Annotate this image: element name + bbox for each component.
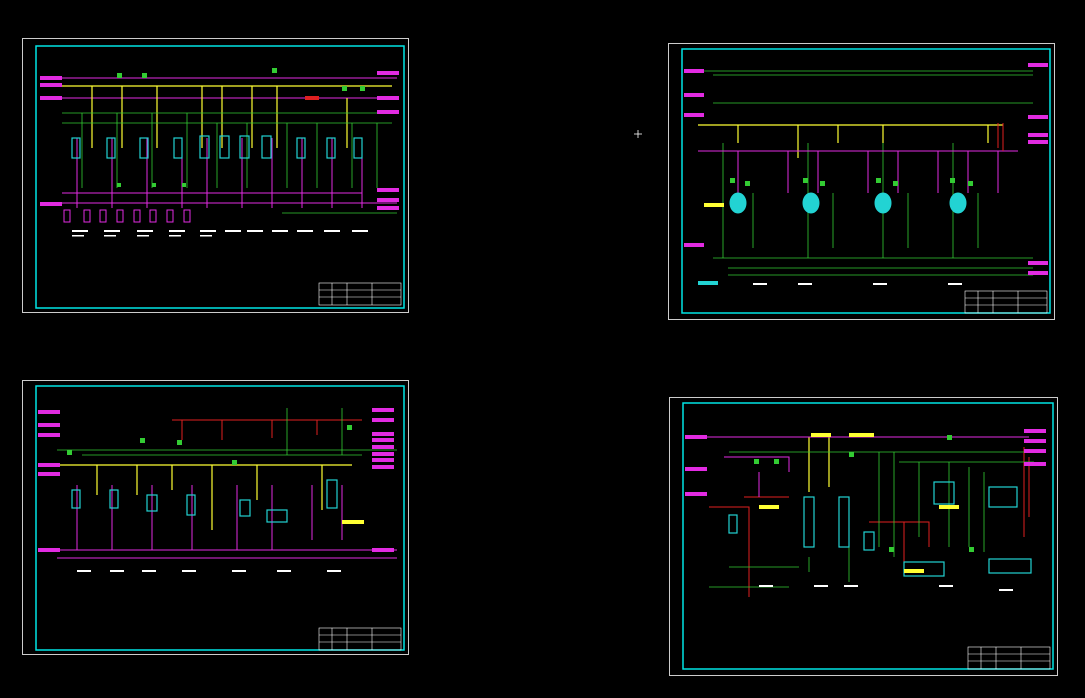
reactor-vessels bbox=[729, 192, 967, 214]
equipment-vessels bbox=[728, 481, 1032, 577]
equipment-vessels bbox=[71, 135, 363, 159]
sheet-border bbox=[668, 43, 1055, 320]
equipment-labels bbox=[759, 585, 1013, 591]
drawing-sheet-4[interactable] bbox=[669, 397, 1059, 680]
equipment-labels bbox=[77, 570, 341, 572]
sheet-frame bbox=[682, 402, 1054, 670]
utility-lines bbox=[709, 451, 1034, 588]
equipment-labels bbox=[72, 230, 368, 237]
sheet-border bbox=[669, 397, 1058, 676]
equipment-vessels bbox=[71, 479, 338, 523]
instrument-tags bbox=[67, 425, 352, 465]
steam-lines bbox=[57, 464, 352, 530]
cyan-tag bbox=[698, 281, 718, 285]
sheet-border bbox=[22, 38, 409, 313]
pumps-row bbox=[63, 209, 191, 223]
steam-lines bbox=[62, 85, 392, 148]
title-block bbox=[967, 646, 1051, 670]
yellow-tags bbox=[759, 433, 959, 573]
yellow-tag bbox=[342, 520, 364, 524]
sheet-frame bbox=[35, 385, 405, 651]
title-block bbox=[318, 627, 402, 651]
process-lines bbox=[57, 485, 397, 559]
inlet-arrows bbox=[684, 63, 1048, 275]
red-header-mark bbox=[305, 96, 319, 100]
title-block bbox=[964, 290, 1048, 314]
sheet-4-svg bbox=[669, 397, 1058, 676]
cursor-crosshair bbox=[634, 130, 642, 138]
instrument-tags bbox=[117, 68, 365, 187]
utility-lines bbox=[62, 112, 397, 214]
yellow-tag bbox=[704, 203, 724, 207]
sheet-3-svg bbox=[22, 380, 409, 655]
hot-lines bbox=[997, 123, 1004, 151]
process-lines bbox=[42, 77, 397, 208]
title-block bbox=[318, 282, 402, 306]
instrument-tags bbox=[730, 178, 973, 186]
sheet-1-svg bbox=[22, 38, 409, 313]
sheet-frame bbox=[35, 45, 405, 309]
process-lines bbox=[698, 150, 1018, 193]
hot-lines bbox=[709, 447, 1030, 597]
drawing-sheet-3[interactable] bbox=[22, 380, 410, 658]
inlet-arrows bbox=[38, 408, 394, 552]
instrument-tags bbox=[754, 435, 974, 552]
drawing-sheet-2[interactable] bbox=[668, 43, 1056, 323]
sheet-2-svg bbox=[668, 43, 1055, 320]
utility-lines bbox=[57, 408, 397, 456]
sheet-border bbox=[22, 380, 409, 655]
drawing-sheet-1[interactable] bbox=[22, 38, 410, 316]
process-lines bbox=[699, 436, 1029, 497]
inlet-arrows bbox=[40, 71, 399, 210]
hot-lines bbox=[172, 419, 362, 440]
utility-lines bbox=[693, 70, 1033, 276]
steam-lines bbox=[698, 124, 1003, 158]
steam-lines bbox=[808, 437, 830, 492]
sheet-frame bbox=[681, 48, 1051, 314]
equipment-labels bbox=[753, 283, 962, 285]
inlet-arrows bbox=[685, 429, 1046, 496]
